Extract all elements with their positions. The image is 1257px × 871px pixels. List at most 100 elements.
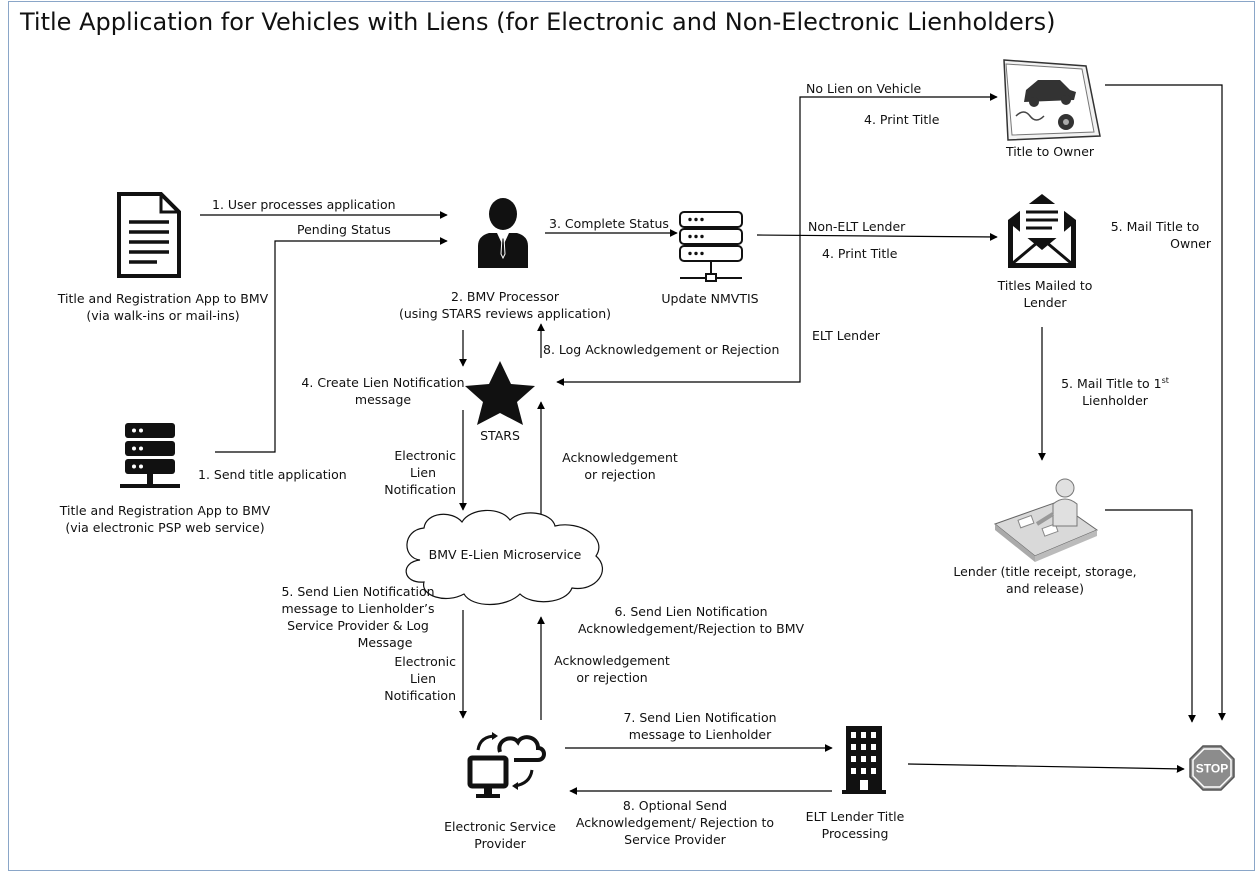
node-title-owner: Title to Owner [990,143,1110,160]
edge-label-log-ack: 8. Log Acknowledgement or Rejection [543,342,780,357]
node-stars: STARS [470,427,530,444]
node-label: Electronic Service [444,819,556,834]
node-titles-mailed: Titles Mailed to Lender [975,277,1115,311]
edge-label-line: message [354,392,412,407]
edge-label-line: Acknowledgement [554,653,670,668]
edge-label-line: Electronic [394,654,456,669]
edge-label-mail-lienholder: 5. Mail Title to 1st Lienholder [1040,375,1190,409]
node-label: and release) [1006,581,1084,596]
edge-label-electronic-lien-2: Electronic Lien Notification [360,653,456,704]
node-label: Titles Mailed to [997,278,1093,293]
star-icon [465,361,535,425]
edge-label-line: or rejection [584,467,656,482]
edge-label-complete-status: 3. Complete Status [549,216,669,231]
edge-label-line: Lien [409,671,436,686]
envelope-icon [1008,194,1076,268]
edge-label-ack-elien: Acknowledgement or rejection [532,652,692,686]
edge-label-line: Notification [384,482,456,497]
edge-label-electronic-lien-1: Electronic Lien Notification [360,447,456,498]
arrow-send-title-app [215,237,448,453]
edge-label-non-elt: Non-ELT Lender [808,219,906,234]
cloud-icon [405,509,603,605]
edge-label-user-processes: 1. User processes application [212,197,396,212]
edge-label-line: 5. Mail Title to [1110,219,1200,234]
stop-label: STOP [1196,762,1228,776]
person-icon [478,198,528,268]
edge-label-line: Service Provider [624,832,726,847]
node-label: Title to Owner [1005,144,1095,159]
node-elien: BMV E-Lien Microservice [410,546,600,563]
edge-label-optional-ack: 8. Optional Send Acknowledgement/ Reject… [565,797,785,848]
node-label: STARS [480,428,520,443]
server-icon [679,211,743,282]
edge-label-elt-lender: ELT Lender [812,328,880,343]
title-document-icon [1003,59,1101,141]
node-label: (via electronic PSP web service) [65,520,265,535]
edge-label-line: 7. Send Lien Notification [623,710,777,725]
node-nmvtis: Update NMVTIS [650,290,770,307]
building-icon [842,726,886,794]
edge-label-mail-owner: 5. Mail Title to Owner [1085,218,1225,252]
node-label: (using STARS reviews application) [398,306,611,321]
node-label: BMV E-Lien Microservice [428,547,582,562]
stop-sign-icon: STOP [1189,745,1235,791]
node-label: Provider [474,836,526,851]
edge-label-pending-status: Pending Status [297,222,391,237]
arrow-no-lien [799,93,998,235]
edge-label-line: 6. Send Lien Notification [614,604,768,619]
edge-label-line: Lien [409,465,436,480]
superscript: st [1161,375,1169,385]
node-label: Update NMVTIS [661,291,759,306]
edge-label-line: Electronic [394,448,456,463]
edge-label-line: Service Provider & Log [287,618,429,633]
edge-label-line: message to Lienholder’s [281,601,435,616]
edge-label-line: or rejection [576,670,648,685]
edge-label-line: Message [357,635,413,650]
cloud-computer-icon [467,732,546,798]
edge-label-ack-stars: Acknowledgement or rejection [540,449,700,483]
edge-label-line: 5. Mail Title to 1st [1040,375,1190,392]
desk-worker-icon [993,478,1099,562]
edge-label-line: Notification [384,688,456,703]
arrow-elt-lender [556,235,801,386]
edge-label-line: Lienholder [1082,393,1148,408]
node-label: Lender [1023,295,1067,310]
edge-label-line: 5. Send Lien Notification [281,584,435,599]
arrow-elt-to-stop [907,763,1185,773]
edge-label-send-lienholder: 7. Send Lien Notification message to Lie… [610,709,790,743]
edge-label-create-lien: 4. Create Lien Notification message [288,374,478,408]
edge-label-line: Acknowledgement [562,450,678,465]
edge-label-text: 5. Mail Title to 1 [1061,376,1162,391]
edge-label-line: Acknowledgement/ Rejection to [575,815,775,830]
edge-label-line: 4. Create Lien Notification [301,375,465,390]
node-label: Title and Registration App to BMV [59,503,271,518]
arrow-owner-to-stop [1105,84,1226,721]
node-label: Lender (title receipt, storage, [953,564,1137,579]
edge-label-line: message to Lienholder [628,727,772,742]
node-app-walkin: Title and Registration App to BMV (via w… [28,290,298,324]
document-icon [117,192,181,278]
edge-label-no-lien: No Lien on Vehicle [806,81,922,96]
edge-label-send-ack: 6. Send Lien Notification Acknowledgemen… [556,603,826,637]
edge-label-line: 8. Optional Send [622,798,728,813]
node-label: Processing [821,826,889,841]
diagram-title: Title Application for Vehicles with Lien… [20,8,1056,36]
edge-label-print-title-lender: 4. Print Title [822,246,898,261]
node-label: (via walk-ins or mail-ins) [86,308,240,323]
edge-label-send-title-app: 1. Send title application [198,467,347,482]
server-icon [120,423,180,488]
node-elt-lender: ELT Lender Title Processing [780,808,930,842]
node-app-psp: Title and Registration App to BMV (via e… [20,502,310,536]
node-esp: Electronic Service Provider [430,818,570,852]
edge-label-line: Acknowledgement/Rejection to BMV [577,621,805,636]
node-lender: Lender (title receipt, storage, and rele… [940,563,1150,597]
edge-label-print-title-owner: 4. Print Title [864,112,940,127]
edge-label-line: Owner [1170,236,1211,251]
node-label: 2. BMV Processor [451,289,559,304]
arrow-non-elt [756,232,998,241]
edge-label-send-lien: 5. Send Lien Notification message to Lie… [268,583,448,651]
node-bmv-processor: 2. BMV Processor (using STARS reviews ap… [380,288,630,322]
node-label: Title and Registration App to BMV [57,291,269,306]
